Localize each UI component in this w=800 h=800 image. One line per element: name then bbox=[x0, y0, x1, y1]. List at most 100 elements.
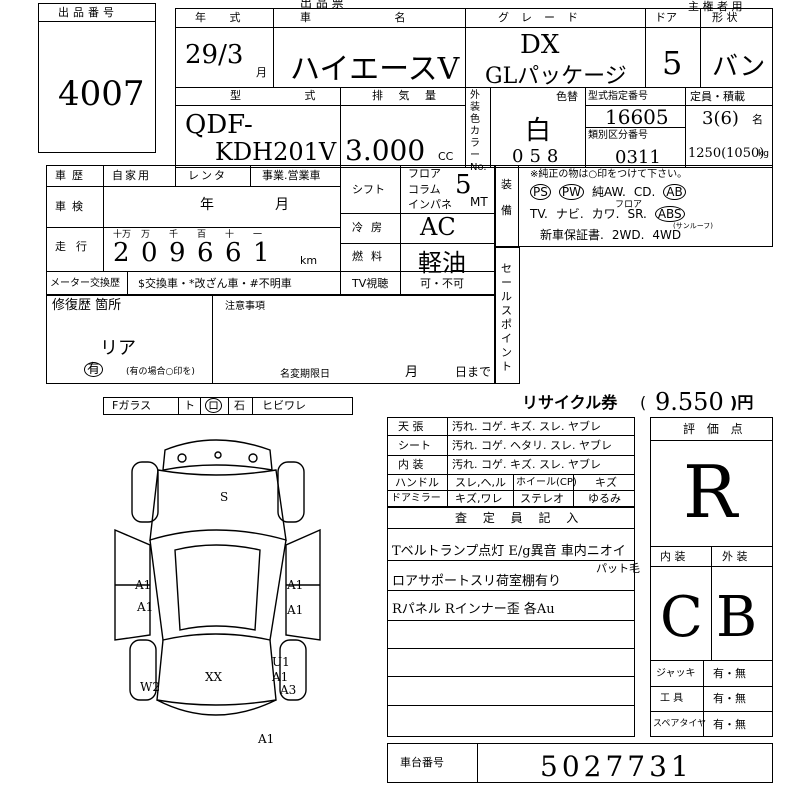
equipment-item[interactable]: PS bbox=[530, 184, 551, 200]
mileage-unit: km bbox=[300, 254, 318, 267]
ic-row3-value: 汚れ. コゲ. キズ. スレ. ヤブレ bbox=[452, 458, 601, 471]
ac-value: AC bbox=[420, 213, 456, 241]
grade-label: グレード bbox=[498, 11, 590, 24]
class-label: 類別区分番号 bbox=[588, 130, 648, 141]
interior-value: C bbox=[660, 585, 703, 650]
load-unit: kg bbox=[758, 149, 769, 159]
equipment-item[interactable]: 2WD. bbox=[611, 228, 645, 242]
chassis-box bbox=[387, 743, 773, 783]
recycle-label: リサイクル券 bbox=[522, 393, 618, 412]
damage-mark: A1 bbox=[258, 732, 275, 746]
shift-opt-3[interactable]: インパネ bbox=[408, 198, 452, 211]
chassis-value: 5027731 bbox=[540, 750, 693, 783]
inspector-label: 査 定 員 記 入 bbox=[455, 511, 585, 525]
glass-opt-1[interactable]: ト bbox=[184, 399, 195, 412]
glass-opt-4[interactable]: ヒビワレ bbox=[262, 399, 306, 412]
vehicle-info-table bbox=[175, 8, 773, 168]
capacity-label: 定員・積載 bbox=[690, 90, 745, 103]
mileage-digit-label: 十万 bbox=[113, 230, 132, 240]
score-value: R bbox=[683, 450, 738, 534]
ic-stereo-value: ゆるみ bbox=[588, 492, 621, 505]
ic-wheel-value: キズ bbox=[595, 476, 617, 489]
mileage-digit: 6 bbox=[225, 238, 242, 268]
damage-mark: A1 bbox=[272, 670, 289, 684]
equipment-item[interactable]: 新車保証書. bbox=[540, 228, 604, 242]
chassis-label: 車台番号 bbox=[400, 756, 444, 769]
damage-mark: W2 bbox=[140, 680, 160, 694]
inspection-year: 年 bbox=[200, 197, 214, 213]
glass-opt-2[interactable]: ロ bbox=[205, 398, 222, 413]
year-value: 29/3 bbox=[185, 40, 244, 70]
model-value-2: KDH201V bbox=[215, 138, 337, 166]
shape-value: バン bbox=[712, 52, 766, 82]
header-partial: 出 品 票 bbox=[300, 0, 344, 10]
capacity-value: 3(6) bbox=[702, 108, 739, 129]
equipment-item[interactable]: カワ. bbox=[591, 207, 620, 221]
recycle-open: ( bbox=[640, 393, 647, 412]
shift-value: 5 bbox=[455, 170, 472, 200]
repair-mark: 有 bbox=[84, 362, 104, 377]
mileage-digit-label: 一 bbox=[253, 230, 263, 240]
equipment-row-2: TV. ナビ. カワ. SR. ABS bbox=[530, 206, 693, 222]
equipment-item[interactable]: PW bbox=[558, 184, 584, 200]
damage-mark: A1 bbox=[287, 578, 304, 592]
equipment-item[interactable]: TV. bbox=[530, 207, 548, 221]
capacity-unit: 名 bbox=[752, 113, 763, 126]
meter-label: メーター交換歴 bbox=[50, 278, 120, 289]
equipment-item[interactable]: ABS bbox=[654, 206, 685, 222]
inspection-label: 車検 bbox=[55, 200, 89, 213]
inspector-line-2: ロアサポートスリ荷室棚有り bbox=[392, 574, 562, 589]
type-spec-value: 16605 bbox=[605, 105, 669, 129]
doors-label: ドア bbox=[655, 11, 677, 24]
repaint-label: 色替 bbox=[556, 90, 578, 103]
load-value: 1250(1050) bbox=[688, 146, 765, 161]
equipment-item[interactable]: CD. bbox=[633, 185, 656, 199]
interior-label: 内 装 bbox=[660, 550, 686, 563]
ic-row3-label: 内 装 bbox=[398, 458, 424, 471]
shift-opt-1[interactable]: フロア bbox=[408, 167, 441, 180]
repair-value: リア bbox=[100, 338, 136, 359]
ic-row1-value: 汚れ. コゲ. キズ. スレ. ヤブレ bbox=[452, 420, 601, 433]
history-opt-3[interactable]: 事業.営業車 bbox=[262, 169, 321, 182]
equipment-item[interactable]: AB bbox=[663, 184, 686, 200]
equipment-item[interactable]: 4WD bbox=[652, 228, 682, 242]
color-value: 白 bbox=[525, 116, 552, 146]
equipment-note: ※純正の物は○印をつけて下さい。 bbox=[530, 169, 688, 180]
history-opt-2[interactable]: レンタ bbox=[188, 169, 227, 182]
equipment-item[interactable]: ナビ. bbox=[555, 207, 584, 221]
damage-mark: A1 bbox=[287, 603, 304, 617]
lot-box bbox=[38, 3, 156, 153]
shift-table bbox=[340, 165, 495, 295]
equipment-box bbox=[495, 165, 773, 247]
fuel-value: 軽油 bbox=[418, 249, 466, 277]
sale-points-box bbox=[495, 247, 520, 384]
tool-1-label: ジャッキ bbox=[656, 668, 696, 679]
tool-2-value: 有・無 bbox=[713, 692, 746, 705]
deadline-day: 日まで bbox=[455, 365, 492, 379]
shift-opt-2[interactable]: コラム bbox=[408, 183, 441, 196]
model-label: 型 式 bbox=[230, 89, 346, 102]
displacement-label: 排 気 量 bbox=[372, 89, 442, 102]
glass-opt-3[interactable]: 石 bbox=[234, 399, 245, 412]
exterior-label: 外 装 bbox=[722, 550, 748, 563]
damage-mark: A1 bbox=[135, 578, 152, 592]
notes-label: 注意事項 bbox=[225, 301, 265, 312]
tool-2-label: 工 具 bbox=[660, 693, 684, 704]
repair-box bbox=[46, 295, 495, 384]
model-value-1: QDF- bbox=[185, 110, 253, 140]
type-spec-label: 型式指定番号 bbox=[588, 91, 648, 102]
displacement-value: 3.000 bbox=[345, 134, 426, 167]
equipment-row2-sub: (サンルーフ) bbox=[673, 222, 714, 230]
inspector-line-1: Tベルトランプ点灯 E/g異音 車内ニオイ bbox=[392, 544, 626, 559]
equipment-item[interactable]: 純AW. bbox=[591, 185, 626, 199]
sale-points-label: セールスポイント bbox=[501, 262, 512, 373]
color-side-label: 外装色カラーNo. bbox=[470, 90, 487, 173]
mileage-digit: 1 bbox=[253, 238, 270, 268]
glass-label: Fガラス bbox=[112, 399, 152, 412]
mileage-digit: 6 bbox=[197, 238, 214, 268]
score-label: 評 価 点 bbox=[683, 422, 747, 436]
grade-value-1: DX bbox=[520, 30, 560, 60]
history-opt-1[interactable]: 自家用 bbox=[112, 169, 151, 182]
equipment-item[interactable]: SR. bbox=[627, 207, 647, 221]
ic-row2-value: 汚れ. コゲ. ヘタリ. スレ. ヤブレ bbox=[452, 439, 612, 452]
